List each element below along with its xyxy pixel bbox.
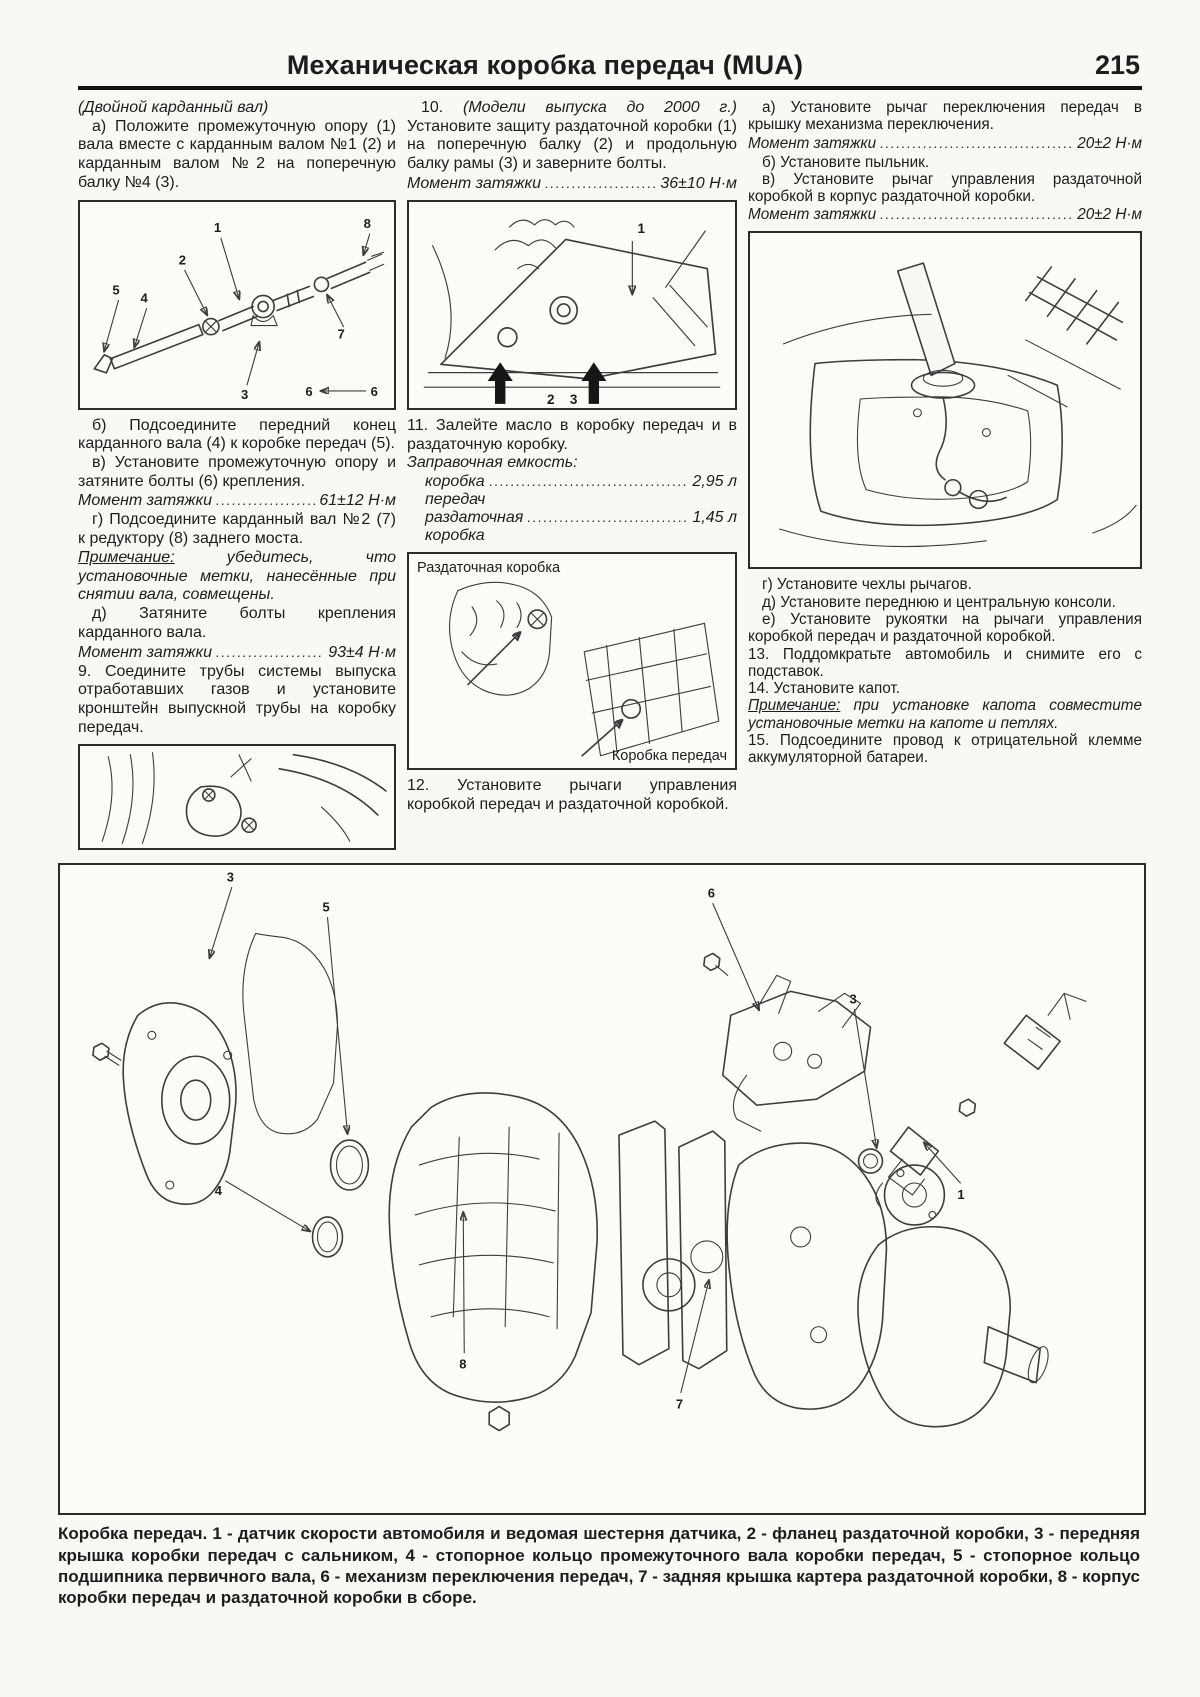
note-label: Примечание: xyxy=(78,548,175,566)
step-d: д) Затяните болты крепления карданного в… xyxy=(78,605,396,641)
page-title: Механическая коробка передач (MUA) xyxy=(286,50,804,80)
exhaust-drawing xyxy=(101,752,387,845)
step-10: 10. (Модели выпуска до 2000 г.) Установи… xyxy=(407,99,737,174)
torque-value: 36±10 Н·м xyxy=(660,174,737,192)
callout-label: 3 xyxy=(850,992,857,1007)
callout-label: 3 xyxy=(570,392,578,407)
step-12: 12. Установите рычаги управления коробко… xyxy=(407,777,737,813)
oil-fill-label-transfer-case: Раздаточная коробка xyxy=(417,560,561,577)
step-a: а) Положите промежуточную опору (1) вала… xyxy=(78,117,396,191)
capacity-line: коробка передач 2,95 л xyxy=(407,473,737,509)
torque-value: 61±12 Н·м xyxy=(319,492,396,510)
callout-label: 1 xyxy=(957,1187,964,1202)
dot-leader xyxy=(880,135,1073,153)
step-b: б) Подсоедините передний конец карданног… xyxy=(78,416,396,453)
column-right: а) Установите рычаг переключения передач… xyxy=(748,99,1142,767)
column-middle: 10. (Модели выпуска до 2000 г.) Установи… xyxy=(407,99,737,814)
capacity-value: 1,45 л xyxy=(692,509,737,527)
dot-leader xyxy=(545,175,656,193)
torque-value: 20±2 Н·м xyxy=(1077,134,1142,152)
torque-label: Момент затяжки xyxy=(748,134,877,152)
callout-label: 2 xyxy=(179,252,186,267)
step-v: в) Установите рычаг управления раздаточн… xyxy=(748,170,1142,206)
torque-spec: Момент затяжки 20±2 Н·м xyxy=(748,135,1142,153)
figure-exploded-transmission: 3 5 6 3 1 4 8 7 xyxy=(58,863,1146,1516)
torque-label: Момент затяжки xyxy=(407,174,541,192)
oil-fill-label-gearbox: Коробка передач xyxy=(611,748,727,765)
callout-label: 4 xyxy=(141,290,149,305)
step-b: б) Установите пыльник. xyxy=(762,153,930,171)
torque-label: Момент затяжки xyxy=(748,206,877,224)
step-g: г) Установите чехлы рычагов. xyxy=(762,576,972,594)
capacity-value: 2,95 л xyxy=(692,473,737,491)
callout-label: 8 xyxy=(459,1357,466,1372)
callout-label: 5 xyxy=(323,900,330,915)
torque-spec: Момент затяжки 36±10 Н·м xyxy=(407,175,737,193)
figure-shift-lever xyxy=(748,231,1142,570)
note-text: при установке капота совместите установо… xyxy=(748,697,1142,732)
torque-value: 93±4 Н·м xyxy=(328,643,396,661)
figure-oil-fill: Раздаточная коробка Коробка передач xyxy=(407,552,737,771)
note: Примечание: при установке капота совмест… xyxy=(748,697,1142,732)
callout-label: 5 xyxy=(112,282,119,297)
skid-plate-drawing: 1 2 3 xyxy=(423,218,721,407)
step-g: г) Подсоедините карданный вал №2 (7) к р… xyxy=(78,511,396,548)
callout-label: 6 xyxy=(305,384,312,399)
callout-label: 1 xyxy=(638,221,646,236)
callout-label: 1 xyxy=(214,220,221,235)
step-10-number: 10. xyxy=(421,99,463,116)
step-9: 9. Соедините трубы системы выпуска отраб… xyxy=(78,662,396,736)
torque-label: Момент затяжки xyxy=(78,492,212,510)
callout-label: 7 xyxy=(337,326,344,341)
torque-spec: Момент затяжки 20±2 Н·м xyxy=(748,206,1142,224)
dot-leader xyxy=(880,206,1073,224)
exploded-transmission-drawing: 3 5 6 3 1 4 8 7 xyxy=(92,870,1087,1432)
step-v: в) Установите промежуточную опору и затя… xyxy=(78,454,396,490)
callout-label: 2 xyxy=(547,392,555,407)
page-header: Механическая коробка передач (MUA) 215 xyxy=(78,26,1142,90)
step-15: 15. Подсоедините провод к отрицательной … xyxy=(748,731,1142,767)
callout-label: 3 xyxy=(227,870,234,885)
torque-label: Момент затяжки xyxy=(78,643,212,661)
dot-leader xyxy=(527,509,688,527)
capacity-label: раздаточная коробка xyxy=(425,509,524,545)
text-columns: (Двойной карданный вал) а) Положите пром… xyxy=(78,99,1142,857)
step-13: 13. Поддомкратьте автомобиль и снимите е… xyxy=(748,645,1142,680)
step-10-model-note: (Модели выпуска до 2000 г.) xyxy=(462,99,737,116)
capacity-line: раздаточная коробка 1,45 л xyxy=(407,509,737,545)
note-label: Примечание: xyxy=(748,697,841,715)
callout-label: 6 xyxy=(708,886,715,901)
dot-leader xyxy=(216,644,324,662)
note-text: убедитесь, что установочные метки, нанес… xyxy=(78,548,396,604)
oil-fill-drawing xyxy=(449,581,720,757)
page-number: 215 xyxy=(1094,50,1140,80)
callout-label: 7 xyxy=(676,1397,683,1412)
dot-leader xyxy=(216,492,315,510)
torque-spec: Момент затяжки 61±12 Н·м xyxy=(78,492,396,510)
step-a: а) Установите рычаг переключения передач… xyxy=(748,99,1142,134)
shift-lever-drawing xyxy=(779,262,1137,548)
callout-label: 3 xyxy=(241,387,248,402)
torque-spec: Момент затяжки 93±4 Н·м xyxy=(78,644,396,662)
step-11: 11. Залейте масло в коробку передач и в … xyxy=(407,416,737,453)
figure-exhaust-bracket xyxy=(78,744,396,851)
figure-skid-plate: 1 2 3 xyxy=(407,199,737,410)
step-d: д) Установите переднюю и центральную кон… xyxy=(762,593,1116,611)
step-14: 14. Установите капот. xyxy=(748,680,900,698)
figure-driveshaft: 1 2 8 5 4 7 3 6 6 xyxy=(78,199,396,410)
capacity-label: коробка передач xyxy=(425,473,486,509)
column-left: (Двойной карданный вал) а) Положите пром… xyxy=(78,99,396,857)
torque-value: 20±2 Н·м xyxy=(1077,206,1142,224)
step-e: е) Установите рукоятки на рычаги управле… xyxy=(748,610,1142,646)
driveshaft-drawing: 1 2 8 5 4 7 3 6 6 xyxy=(93,216,385,402)
callout-label: 8 xyxy=(364,216,371,231)
callout-label: 4 xyxy=(215,1183,223,1198)
callout-label: 6 xyxy=(371,384,378,399)
intro-line: (Двойной карданный вал) xyxy=(78,99,269,116)
step-10-text: Установите защиту раздаточной коробки (1… xyxy=(407,117,737,173)
note: Примечание: убедитесь, что установочные … xyxy=(78,549,396,605)
figure-caption: Коробка передач. 1 - датчик скорости авт… xyxy=(58,1524,1140,1608)
capacity-heading: Заправочная емкость: xyxy=(407,454,578,472)
dot-leader xyxy=(489,473,688,491)
